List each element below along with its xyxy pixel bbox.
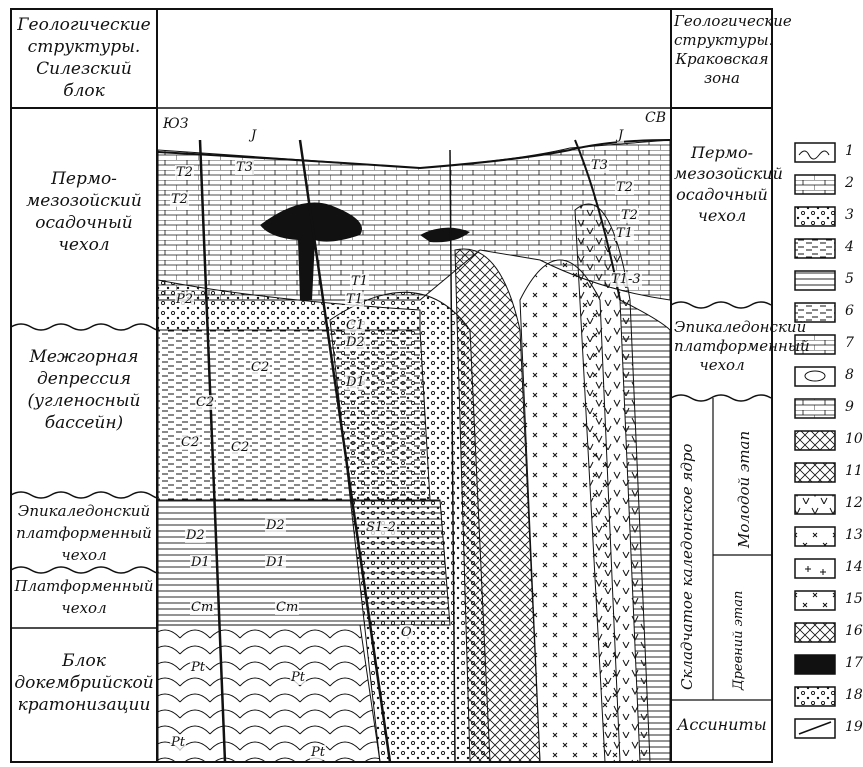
strata-label: D1 bbox=[345, 375, 366, 390]
legend-number: 18 bbox=[845, 687, 863, 703]
corner-sw: ЮЗ bbox=[163, 116, 188, 132]
strata-label: C1 bbox=[345, 318, 365, 333]
legend-number: 16 bbox=[845, 623, 863, 639]
right-zone-ancient-stage: Древний этап bbox=[730, 591, 748, 690]
strata-label: S1-2 bbox=[365, 520, 397, 535]
legend-number: 7 bbox=[845, 335, 854, 351]
strata-label: J bbox=[250, 128, 257, 143]
strata-label: C2 bbox=[250, 360, 270, 375]
left-zone-epicaledonian: Эпикаледонский платформенный чехол bbox=[14, 500, 154, 566]
left-zone-permo-mesozoic: Пермо-мезозойский осадочный чехол bbox=[14, 168, 154, 256]
strata-label: C2 bbox=[195, 395, 215, 410]
legend-number: 13 bbox=[845, 527, 863, 543]
strata-label: Pt bbox=[290, 670, 306, 685]
strata-label: T2 bbox=[620, 208, 639, 223]
legend-number: 2 bbox=[845, 175, 854, 191]
strata-label: Pt bbox=[190, 660, 206, 675]
right-zone-young-stage: Молодой этап bbox=[735, 431, 753, 548]
strata-label: T2 bbox=[175, 165, 194, 180]
strata-label: D2 bbox=[345, 335, 366, 350]
legend-number: 9 bbox=[845, 399, 854, 415]
legend-number: 6 bbox=[845, 303, 854, 319]
strata-label: T3 bbox=[590, 158, 609, 173]
legend-swatches bbox=[795, 143, 835, 738]
strata-label: C2 bbox=[230, 440, 250, 455]
strata-label: D2 bbox=[265, 518, 286, 533]
legend-number: 15 bbox=[845, 591, 863, 607]
legend-number: 5 bbox=[845, 271, 854, 287]
strata-label: Cm bbox=[275, 600, 299, 615]
corner-ne: СВ bbox=[645, 110, 666, 126]
left-zone-platform: Платформенный чехол bbox=[14, 575, 154, 619]
legend-number: 12 bbox=[845, 495, 863, 511]
legend-number: 1 bbox=[845, 143, 854, 159]
strata-label: D1 bbox=[190, 555, 211, 570]
right-zone-permo-mesozoic: Пермо-мезозойский осадочный чехол bbox=[674, 142, 770, 226]
legend-number: 19 bbox=[845, 719, 863, 735]
right-header: Геологические структуры. Краковская зона bbox=[674, 12, 770, 88]
left-zone-intermontane: Межгорная депрессия (угленосный бассейн) bbox=[14, 346, 154, 434]
legend-number: 14 bbox=[845, 559, 863, 575]
legend-number: 3 bbox=[845, 207, 854, 223]
strata-label: T1 bbox=[350, 274, 369, 289]
strata-label: T1 bbox=[345, 292, 364, 307]
strata-label: Pt bbox=[170, 735, 186, 750]
strata-label: Cm bbox=[190, 600, 214, 615]
strata-label: T2 bbox=[170, 192, 189, 207]
right-zone-epicaledonian: Эпикаледонский платформенный чехол bbox=[674, 318, 770, 375]
legend-number: 17 bbox=[845, 655, 863, 671]
legend-number: 10 bbox=[845, 431, 863, 447]
right-zone-folded-core: Складчатое каледонское ядро bbox=[678, 444, 696, 690]
left-zone-precambrian: Блок докембрийской кратонизации bbox=[14, 650, 154, 716]
strata-label: C2 bbox=[180, 435, 200, 450]
legend-number: 11 bbox=[845, 463, 863, 479]
strata-label: J bbox=[617, 128, 624, 143]
strata-label: T1-3 bbox=[610, 272, 642, 287]
strata-label: T2 bbox=[615, 180, 634, 195]
strata-label: T1 bbox=[615, 226, 634, 241]
strata-label: T3 bbox=[235, 160, 254, 175]
right-zone-assinites: Ассиниты bbox=[674, 715, 770, 734]
strata-label: O bbox=[400, 625, 413, 640]
legend-number: 8 bbox=[845, 367, 854, 383]
strata-label: Pt bbox=[310, 745, 326, 760]
strata-label: D1 bbox=[265, 555, 286, 570]
strata-label: D2 bbox=[185, 528, 206, 543]
left-header: Геологические структуры. Силезский блок bbox=[14, 14, 154, 102]
strata-label: P2 bbox=[175, 292, 194, 307]
legend-number: 4 bbox=[845, 239, 854, 255]
